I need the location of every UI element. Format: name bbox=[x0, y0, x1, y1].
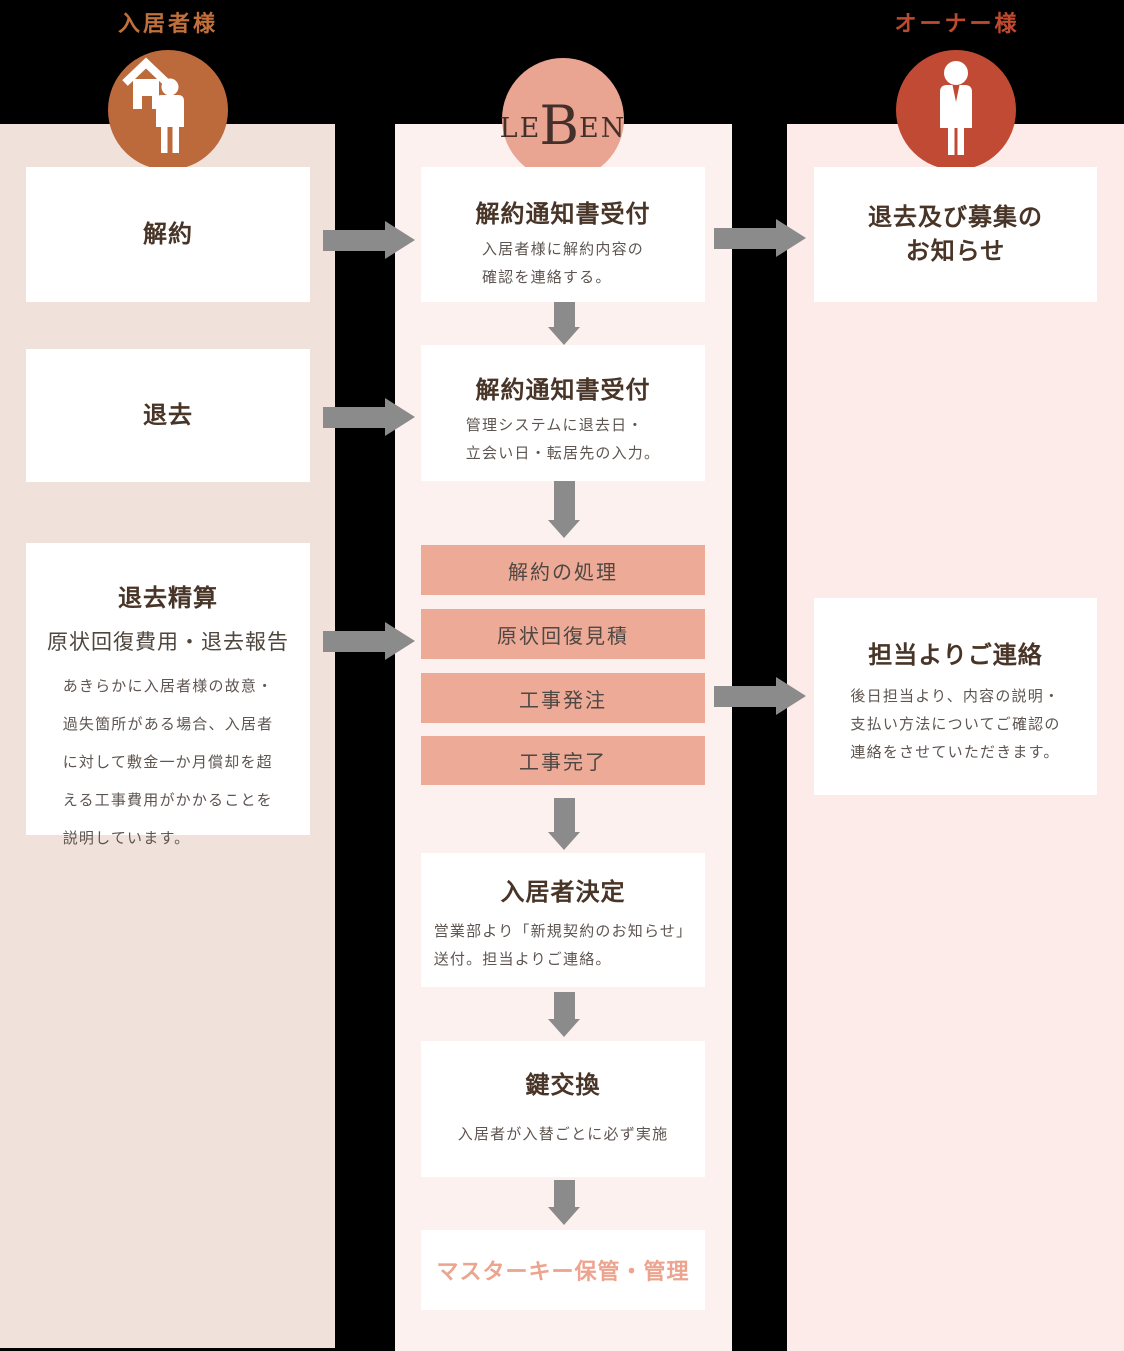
leben-logo-b: B bbox=[539, 94, 581, 157]
box-move-out-recruitment-notice-title: 退去及び募集の お知らせ bbox=[868, 203, 1043, 265]
box-cancellation-title: 解約 bbox=[143, 221, 193, 248]
box-move-out-recruitment-notice: 退去及び募集の お知らせ bbox=[814, 167, 1097, 302]
leben-logo-le: LE bbox=[499, 113, 542, 144]
arrow-down-icon bbox=[548, 1180, 580, 1225]
arrow-right-icon bbox=[323, 622, 415, 660]
arrow-right-icon bbox=[714, 219, 806, 257]
box-contact-from-rep: 担当よりご連絡 後日担当より、内容の説明・ 支払い方法についてご確認の 連絡をさ… bbox=[814, 598, 1097, 795]
step-construction-order: 工事発注 bbox=[421, 673, 705, 723]
step-construction-complete: 工事完了 bbox=[421, 736, 705, 785]
box-master-key-title: マスターキー保管・管理 bbox=[436, 1259, 690, 1284]
box-move-out-settlement-subtitle: 原状回復費用・退去報告 bbox=[47, 631, 289, 654]
box-move-out-settlement: 退去精算 原状回復費用・退去報告 あきらかに入居者様の故意・ 過失箇所がある場合… bbox=[26, 543, 310, 847]
arrow-down-icon bbox=[548, 481, 580, 538]
box-move-out-settlement-body: あきらかに入居者様の故意・ 過失箇所がある場合、入居者 に対して敷金一か月償却を… bbox=[62, 678, 274, 847]
step-restoration-estimate: 原状回復見積 bbox=[421, 609, 705, 659]
box-move-out-settlement-title: 退去精算 bbox=[118, 585, 218, 612]
box-move-out-title: 退去 bbox=[143, 402, 193, 429]
box-key-exchange-title: 鍵交換 bbox=[525, 1072, 601, 1099]
box-contact-from-rep-body: 後日担当より、内容の説明・ 支払い方法についてご確認の 連絡をさせていただきます… bbox=[850, 688, 1061, 761]
step-cancellation-processing: 解約の処理 bbox=[421, 545, 705, 595]
tenant-avatar bbox=[108, 50, 228, 170]
box-cancellation: 解約 bbox=[26, 167, 310, 302]
tenant-column-header: 入居者様 bbox=[117, 11, 218, 36]
box-cancellation-notice-1-body: 入居者様に解約内容の 確認を連絡する。 bbox=[481, 241, 644, 286]
box-tenant-decided-body: 営業部より「新規契約のお知らせ」 送付。担当よりご連絡。 bbox=[433, 923, 693, 968]
leben-logo-en: EN bbox=[579, 113, 627, 144]
owner-avatar bbox=[896, 50, 1016, 170]
box-cancellation-notice-2: 解約通知書受付 管理システムに退去日・ 立会い日・転居先の入力。 bbox=[421, 345, 705, 481]
box-master-key: マスターキー保管・管理 bbox=[421, 1230, 705, 1310]
box-contact-from-rep-title: 担当よりご連絡 bbox=[868, 642, 1043, 669]
owner-column-header: オーナー様 bbox=[894, 11, 1020, 36]
arrow-right-icon bbox=[323, 398, 415, 436]
arrow-down-icon bbox=[548, 302, 580, 345]
box-cancellation-notice-2-body: 管理システムに退去日・ 立会い日・転居先の入力。 bbox=[465, 417, 661, 462]
box-cancellation-notice-2-title: 解約通知書受付 bbox=[475, 377, 651, 404]
arrow-right-icon bbox=[714, 677, 806, 715]
box-cancellation-notice-1-title: 解約通知書受付 bbox=[475, 201, 651, 228]
box-tenant-decided: 入居者決定 営業部より「新規契約のお知らせ」 送付。担当よりご連絡。 bbox=[421, 853, 705, 987]
box-key-exchange-body: 入居者が入替ごとに必ず実施 bbox=[457, 1126, 669, 1143]
arrow-down-icon bbox=[548, 992, 580, 1037]
box-cancellation-notice-1: 解約通知書受付 入居者様に解約内容の 確認を連絡する。 bbox=[421, 167, 705, 302]
arrow-right-icon bbox=[323, 221, 415, 259]
arrow-down-icon bbox=[548, 798, 580, 850]
box-tenant-decided-title: 入居者決定 bbox=[500, 879, 626, 906]
house-person-icon bbox=[108, 48, 228, 173]
box-move-out: 退去 bbox=[26, 349, 310, 482]
businessman-icon bbox=[896, 48, 1016, 173]
box-key-exchange: 鍵交換 入居者が入替ごとに必ず実施 bbox=[421, 1041, 705, 1177]
